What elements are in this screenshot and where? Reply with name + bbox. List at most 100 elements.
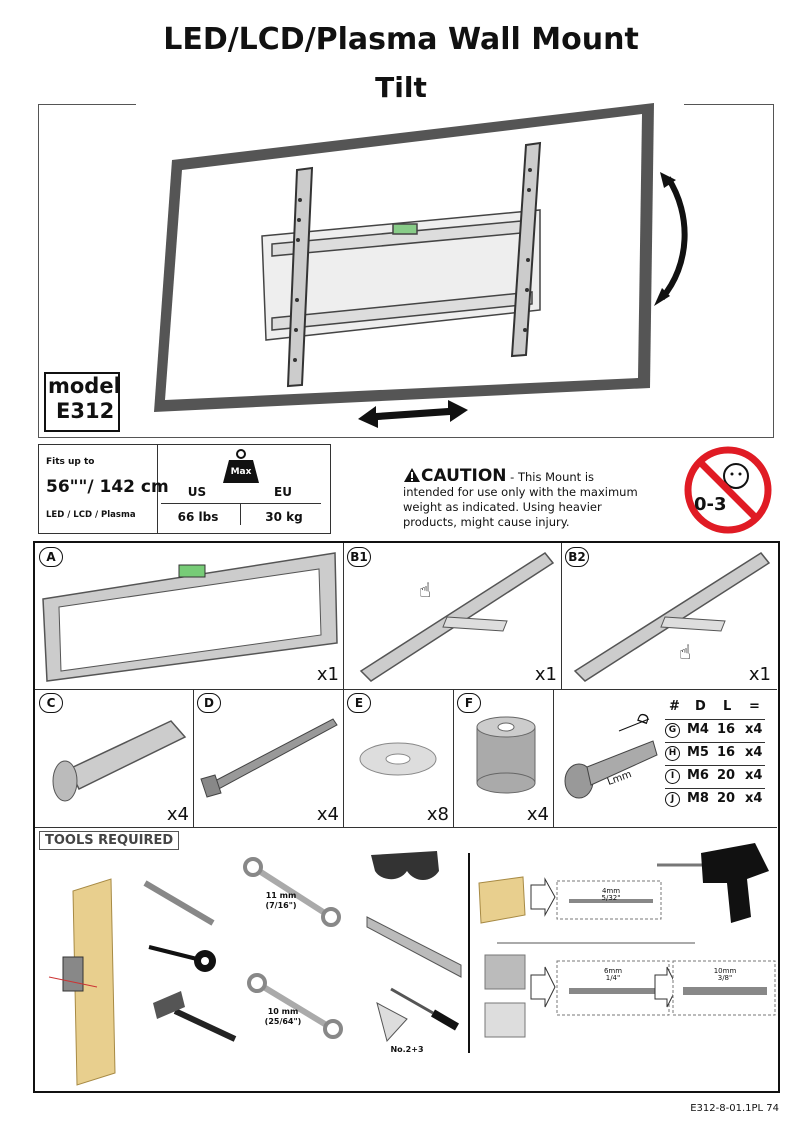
row-id: H (665, 746, 680, 761)
part-letter: B2 (565, 547, 589, 567)
bit2-in: 1/4" (605, 974, 621, 982)
spec-vdivider (240, 503, 241, 525)
col-id: # (669, 699, 680, 714)
spec-box: Fits up to 56""/ 142 cm LED / LCD / Plas… (38, 444, 331, 534)
row-id: J (665, 792, 680, 807)
age-label: 0-3 (694, 494, 727, 515)
part-d: D x4 (193, 689, 344, 828)
bit3-mm: 10mm (713, 967, 737, 975)
parts-panel: A x1 B1 ☝ x1 B2 ☝ x1 C x4 (33, 541, 780, 1093)
part-e: E x8 (343, 689, 454, 828)
bit3-in: 3/8" (717, 974, 733, 982)
screw-table: # D L = G M4 16 x4 H M5 16 x4 I M6 20 (665, 699, 765, 811)
spacer-drawing (476, 716, 536, 794)
row-qty: x4 (745, 768, 763, 783)
slide-arrow-icon (358, 400, 468, 428)
page-title: LED/LCD/Plasma Wall Mount (163, 22, 639, 57)
screw-panel: D Lmm # D L = G M4 16 x4 H M5 16 x4 I (553, 689, 777, 828)
row-qty: x4 (745, 745, 763, 760)
tools-drawings (48, 843, 776, 1086)
washer-drawing (359, 742, 437, 776)
part-qty: x1 (748, 664, 771, 685)
spec-size-column: Fits up to 56""/ 142 cm LED / LCD / Plas… (39, 445, 169, 533)
row-d: M4 (687, 722, 709, 737)
table-row: I M6 20 x4 (665, 766, 765, 789)
svg-text:☝: ☝ (419, 578, 431, 602)
part-qty: x1 (534, 664, 557, 685)
part-qty: x8 (426, 804, 449, 825)
row-qty: x4 (745, 722, 763, 737)
wall-plate-drawing (42, 552, 338, 682)
fits-label: Fits up to (46, 457, 95, 467)
row-qty: x4 (745, 791, 763, 806)
bit2-mm: 6mm (603, 967, 623, 975)
part-qty: x1 (316, 664, 339, 685)
part-qty: x4 (166, 804, 189, 825)
eu-value: 30 kg (265, 510, 303, 524)
screen-size: 56""/ 142 cm (46, 477, 169, 497)
weight-icon (223, 449, 259, 483)
screen-types: LED / LCD / Plasma (46, 510, 136, 520)
document-code: E312-8-01.1PL 74 (690, 1103, 779, 1114)
part-letter: A (39, 547, 63, 567)
row-d: M6 (687, 768, 709, 783)
part-letter: F (457, 693, 481, 713)
table-row: H M5 16 x4 (665, 743, 765, 766)
model-label: model (48, 374, 121, 398)
screw-table-header: # D L = (665, 699, 765, 720)
part-b2: B2 ☝ x1 (561, 543, 777, 690)
part-c: C x4 (35, 689, 194, 828)
tools-label: TOOLS REQUIRED (39, 831, 180, 850)
part-letter: B1 (347, 547, 371, 567)
row-l: 16 (717, 745, 736, 760)
model-number: E312 (56, 399, 115, 423)
spec-divider (161, 503, 321, 504)
arm-b1-drawing: ☝ (359, 552, 555, 682)
table-row: G M4 16 x4 (665, 720, 765, 743)
mount-arms (286, 141, 542, 388)
caution-notice: CAUTION - This Mount is intended for use… (403, 467, 643, 530)
part-b1: B1 ☝ x1 (343, 543, 562, 690)
col-d: D (695, 699, 706, 714)
bit1-mm: 4mm (601, 887, 621, 895)
page-subtitle: Tilt (375, 71, 427, 104)
part-letter: C (39, 693, 63, 713)
warning-icon (404, 468, 420, 482)
row-d: M8 (687, 791, 709, 806)
table-row: J M8 20 x4 (665, 789, 765, 811)
tv-mount-illustration (154, 103, 688, 428)
arm-b2-drawing: ☝ (573, 552, 771, 682)
row-id: I (665, 769, 680, 784)
col-qty: = (749, 699, 760, 714)
us-label: US (187, 485, 207, 499)
part-a: A x1 (35, 543, 344, 690)
screwdriver-label: No.2+3 (390, 1045, 424, 1054)
part-letter: D (197, 693, 221, 713)
row-id: G (665, 723, 680, 738)
part-qty: x4 (316, 804, 339, 825)
row-l: 16 (717, 722, 736, 737)
col-l: L (723, 699, 732, 714)
wrench-11mm-label: 11 mm (7/16") (265, 891, 297, 910)
bit1-in: 5/32" (601, 894, 621, 902)
svg-text:☝: ☝ (679, 640, 691, 664)
wall-anchor-drawing (52, 720, 187, 802)
part-f: F x4 (453, 689, 554, 828)
row-d: M5 (687, 745, 709, 760)
eu-label: EU (274, 485, 292, 499)
caution-word: CAUTION (421, 466, 507, 486)
us-value: 66 lbs (177, 510, 219, 524)
row-l: 20 (717, 768, 736, 783)
row-l: 20 (717, 791, 736, 806)
screw-drawing (564, 718, 658, 799)
tools-section: TOOLS REQUIRED (35, 827, 778, 1089)
tilt-arrow-icon (659, 176, 688, 300)
part-qty: x4 (526, 804, 549, 825)
no-children-icon (684, 446, 772, 534)
part-letter: E (347, 693, 371, 713)
wrench-10mm-label: 10 mm (25/64") (264, 1007, 302, 1026)
model-box: model E312 (44, 372, 121, 432)
lag-bolt-drawing (200, 718, 338, 798)
caution-text: - This Mount is intended for use only wi… (403, 470, 638, 529)
level-bubble (392, 223, 418, 235)
